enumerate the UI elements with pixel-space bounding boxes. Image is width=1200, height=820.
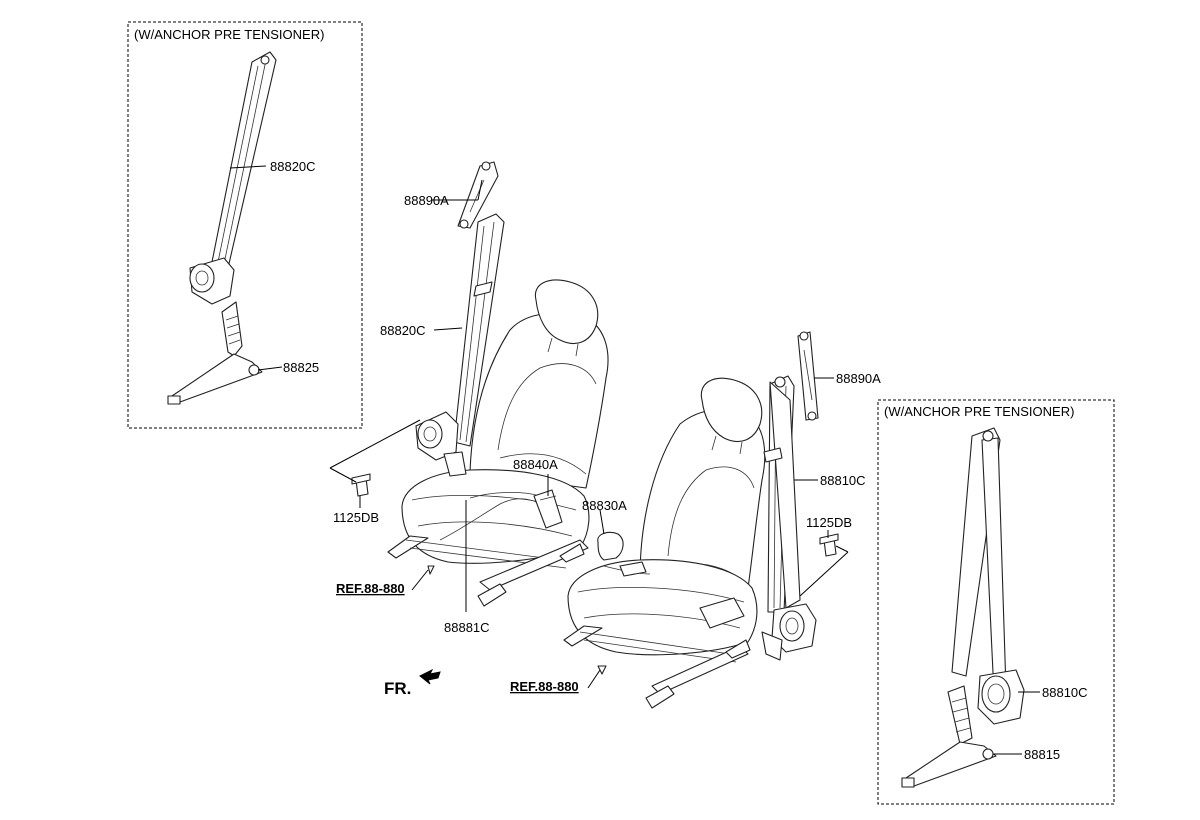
label-88890A-right: 88890A bbox=[836, 371, 881, 386]
label-1125DB-right: 1125DB bbox=[806, 515, 852, 530]
seat-right bbox=[563, 377, 766, 709]
detail-box-right: (W/ANCHOR PRE TENSIONER) 88810C 88815 bbox=[877, 399, 1115, 805]
ref-link-right[interactable]: REF.88-880 bbox=[510, 679, 579, 694]
ref-link-left[interactable]: REF.88-880 bbox=[336, 581, 405, 596]
leader-lines bbox=[329, 179, 849, 689]
bolt-1125DB-left bbox=[351, 473, 371, 497]
label-88810C-detail: 88810C bbox=[1042, 685, 1088, 700]
bolt-1125DB-right bbox=[819, 533, 839, 557]
label-88820C: 88820C bbox=[380, 323, 426, 338]
label-88820C-detail: 88820C bbox=[270, 159, 316, 174]
label-1125DB-left: 1125DB bbox=[333, 510, 379, 525]
label-88810C: 88810C bbox=[820, 473, 866, 488]
label-88890A-left: 88890A bbox=[404, 193, 449, 208]
seat-left bbox=[387, 279, 609, 607]
seat-buckle-88840A bbox=[533, 489, 563, 529]
belt-assembly-88820C bbox=[415, 213, 505, 477]
belt-assembly-88810C bbox=[761, 375, 817, 661]
height-adjuster-88890A-left bbox=[457, 161, 499, 229]
front-direction-indicator: FR. bbox=[384, 668, 441, 698]
label-88825: 88825 bbox=[283, 360, 319, 375]
front-arrow-icon bbox=[419, 668, 441, 685]
label-88840A: 88840A bbox=[513, 457, 558, 472]
height-adjuster-88890A-right bbox=[797, 331, 819, 421]
label-88881C: 88881C bbox=[444, 620, 490, 635]
detail-box-left: (W/ANCHOR PRE TENSIONER) 88820C 88825 bbox=[127, 21, 363, 429]
detail-box-right-title: (W/ANCHOR PRE TENSIONER) bbox=[884, 404, 1074, 419]
fr-label: FR. bbox=[384, 679, 411, 698]
label-88830A: 88830A bbox=[582, 498, 627, 513]
label-88815: 88815 bbox=[1024, 747, 1060, 762]
belt-assembly-88810C-detail bbox=[901, 427, 1025, 788]
detail-box-left-title: (W/ANCHOR PRE TENSIONER) bbox=[134, 27, 324, 42]
belt-assembly-88820C-detail bbox=[167, 51, 277, 405]
